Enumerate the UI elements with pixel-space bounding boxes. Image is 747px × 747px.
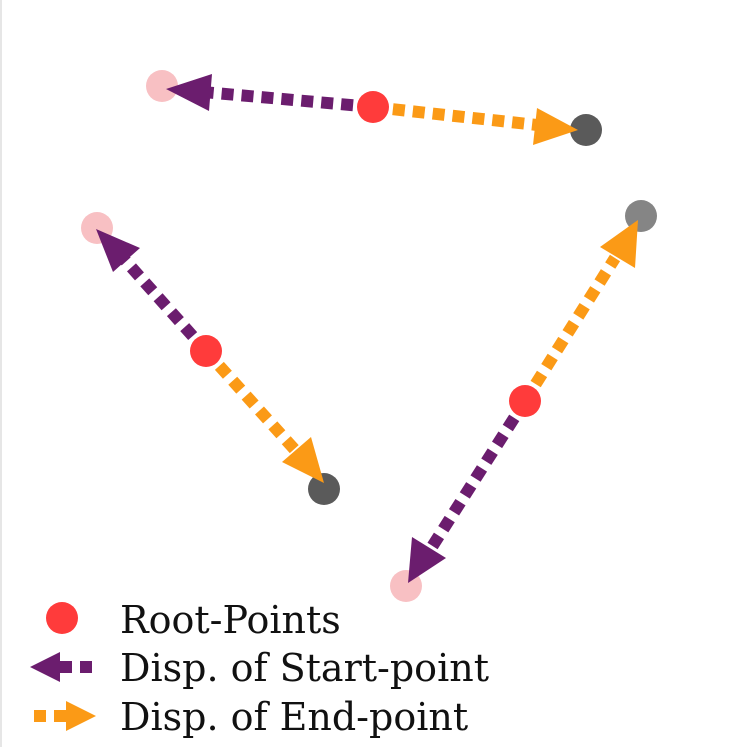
legend-item-root-points: Root-Points	[46, 598, 341, 642]
line-group-top	[146, 70, 602, 146]
end-point-left	[308, 473, 340, 505]
start-arrowhead-left	[96, 229, 140, 272]
legend: Root-Points Disp. of Start-point Disp. o…	[30, 598, 489, 739]
start-arrowhead-top	[166, 74, 212, 111]
end-arrowhead-left	[282, 437, 324, 483]
start-displacement-right	[424, 397, 531, 554]
end-arrow-icon	[66, 701, 96, 731]
end-arrowhead-right	[600, 220, 638, 268]
end-arrowhead-top	[533, 108, 578, 145]
start-arrowhead-right	[408, 537, 446, 583]
root-marker-icon	[46, 602, 78, 634]
root-point-top	[357, 91, 389, 123]
legend-label-root-points: Root-Points	[120, 598, 341, 642]
root-point-right	[509, 385, 541, 417]
legend-item-start-disp: Disp. of Start-point	[30, 646, 489, 690]
start-displacement-left	[119, 255, 211, 355]
line-group-left	[81, 212, 340, 505]
legend-label-start-disp: Disp. of Start-point	[120, 646, 489, 690]
end-displacement-right	[519, 254, 621, 405]
start-arrow-icon	[30, 652, 60, 682]
end-point-top	[570, 114, 602, 146]
legend-label-end-disp: Disp. of End-point	[120, 695, 468, 739]
end-displacement-top	[372, 101, 538, 131]
line-group-right	[390, 200, 657, 602]
start-displacement-top	[202, 86, 374, 113]
end-displacement-left	[201, 346, 300, 455]
root-point-left	[190, 335, 222, 367]
start-point-top	[146, 70, 178, 102]
legend-item-end-disp: Disp. of End-point	[34, 695, 468, 739]
